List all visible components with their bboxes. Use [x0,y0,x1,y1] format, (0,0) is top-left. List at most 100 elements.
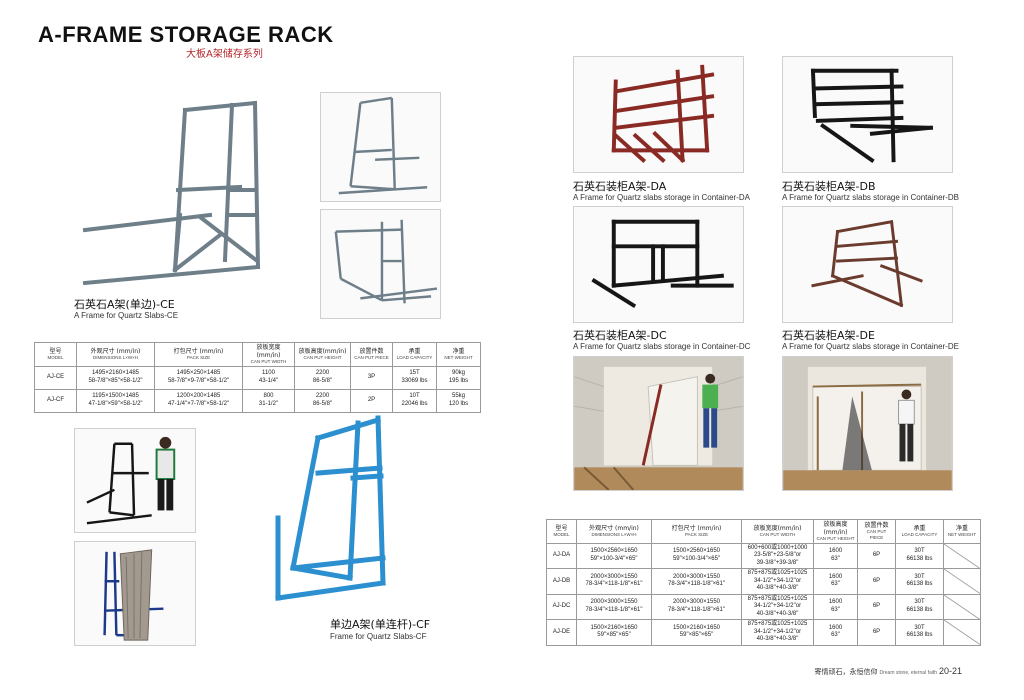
col-header-put-width: 放板宽度(mm/in)CAN PUT WIDTH [741,519,814,544]
wrapped-slabs [119,549,153,641]
rack-da-image [611,64,715,163]
cell-put-piece: 6P [857,542,896,570]
cell-put-piece: 6P [857,593,896,621]
rack-da-photo [573,56,744,173]
container-image-loaded [783,357,952,490]
container-photo-loading [573,356,744,491]
rack-cf-image-person [86,436,176,525]
rack-da-title-en: A Frame for Quartz slabs storage in Cont… [573,193,750,202]
cell-net-weight-empty [943,542,981,570]
page-number-footer: 寄情顽石，永恒信仰 Dream stone, eternal faith 20-… [815,666,962,677]
col-header-put-height: 放板高度(mm/in)CAN PUT HEIGHT [813,519,858,544]
rack-db-title-cn: 石英石装柜A架-DB [782,180,876,193]
footer-slogan-cn: 寄情顽石，永恒信仰 [814,669,878,676]
cell-model: AJ-CE [34,365,77,390]
col-header-pack-size: 打包尺寸 (mm/in)PACK SIZE [651,519,742,544]
person-leg-right [166,479,174,511]
cell-put-piece: 6P [857,619,896,646]
cell-model: AJ-DA [546,542,577,570]
rack-ce-image [82,100,261,286]
rack-ce-side-view-2 [320,209,441,319]
rack-ce-side-view-1 [320,92,441,202]
rack-db-photo [782,56,953,173]
col-header-dimensions: 外观尺寸 (mm/in)DIMENSIONS L×W×H [576,519,652,544]
cell-model: AJ-CF [34,388,77,413]
rack-cf-photo-with-person [74,428,196,533]
rack-de-title-en: A Frame for Quartz slabs storage in Cont… [782,342,959,351]
person-leg-left [157,479,165,511]
cell-net-weight-empty [943,593,981,621]
col-header-dimensions: 外观尺寸 (mm/in)DIMENSIONS L×W×H [76,342,155,367]
cell-model: AJ-DC [546,593,577,621]
rack-de-photo [782,206,953,323]
rack-dc-image [591,219,734,308]
cell-model: AJ-DE [546,619,577,646]
cell-model: AJ-DB [546,568,577,595]
cell-put-piece: 6P [857,568,896,595]
rack-ce-title-en: A Frame for Quartz Slabs-CE [74,311,179,320]
page-subtitle: 大板A架储存系列 [186,49,263,60]
page-number: 20-21 [938,666,962,676]
person-head [159,436,172,449]
rack-cf-photo-wrapped [74,541,196,646]
footer-slogan-en: Dream stone, eternal faith [879,670,938,676]
page-title: A-FRAME STORAGE RACK [38,22,334,47]
col-header-pack-size: 打包尺寸 (mm/in)PACK SIZE [154,342,243,367]
rack-da-title-cn: 石英石装柜A架-DA [573,180,667,193]
rack-cf-title-en: Frame for Quartz Slabs-CF [330,632,427,641]
col-header-put-height: 放板高度(mm/in)CAN PUT HEIGHT [294,342,351,367]
rack-cf-title-cn: 单边A架(单连杆)-CF [330,618,431,631]
rack-de-image [811,220,923,308]
rack-dc-photo [573,206,744,323]
rack-db-image [810,68,934,163]
rack-ce-title-cn: 石英石A架(单边)-CE [74,298,175,311]
container-photo-loaded [782,356,953,491]
container-image-loading [574,357,743,490]
rack-db-title-en: A Frame for Quartz slabs storage in Cont… [782,193,959,202]
rack-cf-image-wrapped [103,549,164,641]
cell-put-piece: 3P [350,365,393,390]
cell-net-weight-empty [943,568,981,595]
